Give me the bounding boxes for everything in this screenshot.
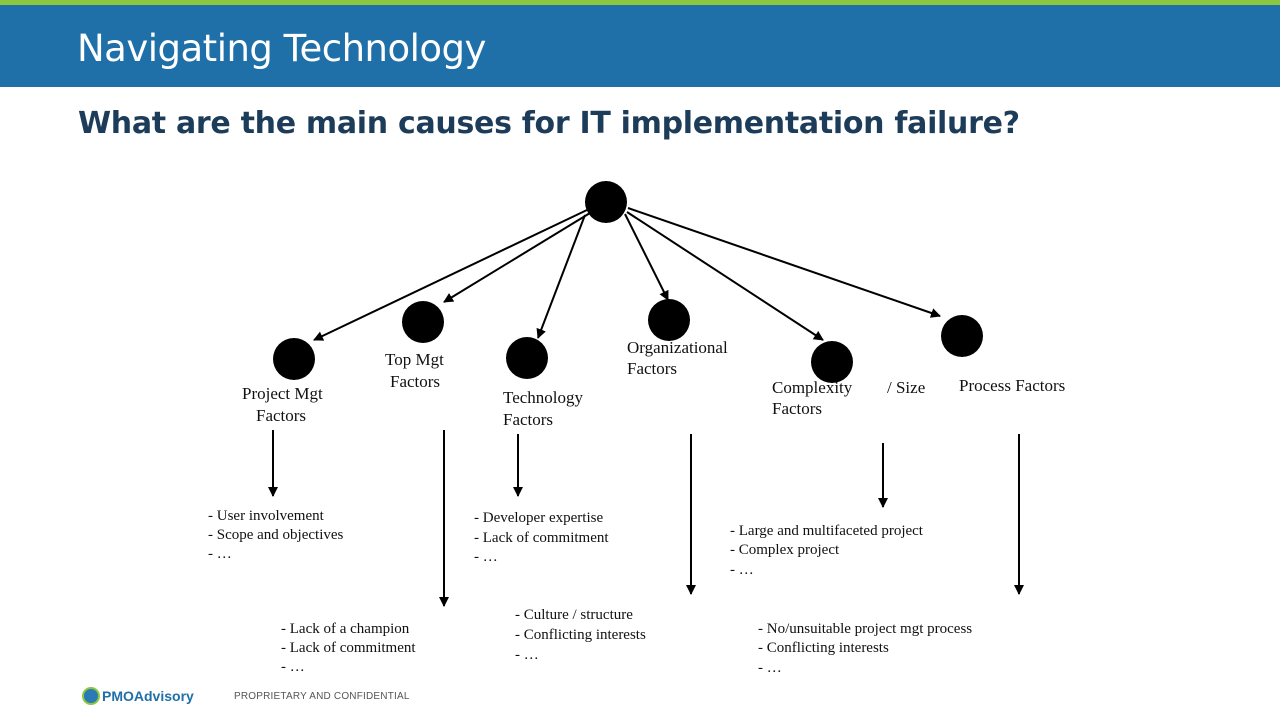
edge-root-process xyxy=(627,207,941,318)
header-bar xyxy=(0,5,1280,87)
edge-root-complexity xyxy=(626,211,824,341)
label-project-mgt-line2: Factors xyxy=(256,406,306,425)
label-process: Process Factors xyxy=(959,376,1065,395)
edge-root-organizational xyxy=(624,213,669,301)
edge-root-technology xyxy=(536,214,586,339)
list-item: - Conflicting interests xyxy=(515,627,646,643)
list-item: - Complex project xyxy=(730,542,840,558)
label-top-mgt-line1: Top Mgt xyxy=(385,350,444,369)
list-item: - Lack of commitment xyxy=(281,640,416,656)
list-item: - Conflicting interests xyxy=(758,640,889,656)
node-project-mgt xyxy=(273,338,315,380)
node-complexity xyxy=(811,341,853,383)
list-item: - … xyxy=(208,546,232,562)
globe-icon xyxy=(82,687,100,705)
top-accent-strip xyxy=(0,0,1280,5)
edge-root-top-mgt xyxy=(443,212,591,303)
list-item: - … xyxy=(474,549,498,565)
list-item: - … xyxy=(515,647,539,663)
list-item: - No/unsuitable project mgt process xyxy=(758,621,972,637)
list-item: - User involvement xyxy=(208,508,325,524)
list-item: - … xyxy=(281,659,305,675)
slide-question: What are the main causes for IT implemen… xyxy=(78,106,1020,141)
pmoadvisory-logo: PMOAdvisory xyxy=(82,686,194,706)
slide-title: Navigating Technology xyxy=(77,27,486,70)
edge-root-project-mgt xyxy=(313,209,588,341)
label-technology-line2: Factors xyxy=(503,410,553,429)
node-process xyxy=(941,315,983,357)
logo-wordmark: PMOAdvisory xyxy=(102,688,194,704)
label-complexity-line2: Factors xyxy=(772,399,822,418)
label-complexity-line1: Complexity xyxy=(772,378,853,397)
list-item: - Lack of commitment xyxy=(474,530,609,546)
footer-confidential: PROPRIETARY AND CONFIDENTIAL xyxy=(234,691,410,702)
node-organizational xyxy=(648,299,690,341)
root-node xyxy=(585,181,627,223)
list-item: - Developer expertise xyxy=(474,510,603,526)
node-technology xyxy=(506,337,548,379)
list-item: - Lack of a champion xyxy=(281,621,410,637)
label-complexity-size: / Size xyxy=(887,378,925,397)
node-top-mgt xyxy=(402,301,444,343)
list-item: - Large and multifaceted project xyxy=(730,523,924,539)
list-item: - Culture / structure xyxy=(515,607,633,623)
list-item: - … xyxy=(730,562,754,578)
label-organizational-line1: Organizational xyxy=(627,338,728,357)
label-top-mgt-line2: Factors xyxy=(390,372,440,391)
list-item: - Scope and objectives xyxy=(208,527,344,543)
label-project-mgt-line1: Project Mgt xyxy=(242,384,323,403)
list-item: - … xyxy=(758,660,782,676)
label-organizational-line2: Factors xyxy=(627,359,677,378)
label-technology-line1: Technology xyxy=(503,388,584,407)
